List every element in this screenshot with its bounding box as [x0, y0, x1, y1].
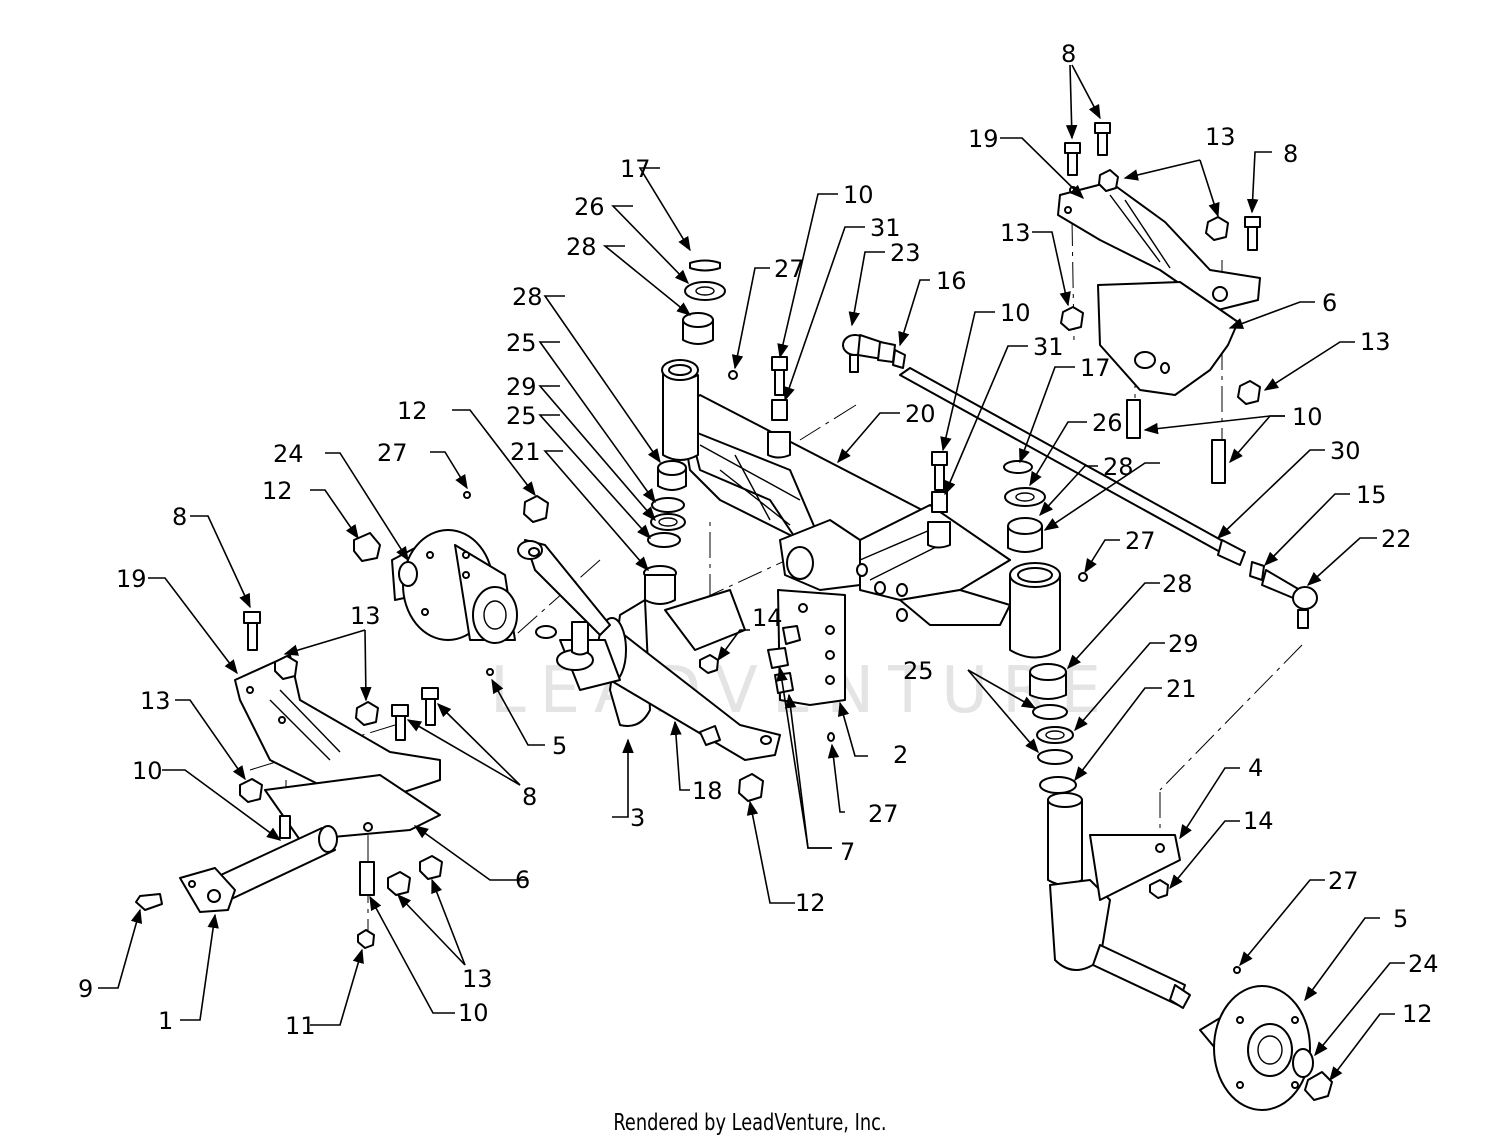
ball-joint-15-22 [1249, 561, 1318, 629]
callout-25: 25 [506, 402, 537, 430]
right-spindle [1047, 792, 1191, 1009]
callout-10: 10 [1000, 299, 1031, 327]
callout-23: 23 [890, 239, 921, 267]
callout-13: 13 [1360, 328, 1391, 356]
callout-31: 31 [1033, 333, 1064, 361]
fastener-hardware [239, 122, 1261, 949]
callout-26: 26 [1092, 409, 1123, 437]
right-wheel-hub [1199, 966, 1333, 1111]
callout-10: 10 [843, 181, 874, 209]
callout-22: 22 [1381, 525, 1412, 553]
callout-19: 19 [116, 565, 147, 593]
callout-10: 10 [1292, 403, 1323, 431]
tie-rod-left [517, 539, 611, 636]
callout-16: 16 [936, 267, 967, 295]
callout-27: 27 [774, 255, 805, 283]
left-spindle [535, 589, 781, 761]
callout-5: 5 [1393, 905, 1408, 933]
callout-20: 20 [905, 400, 936, 428]
callout-12: 12 [795, 889, 826, 917]
callout-17: 17 [620, 155, 651, 183]
callout-12: 12 [1402, 1000, 1433, 1028]
tie-rod-right [899, 367, 1246, 566]
callout-9: 9 [78, 975, 93, 1003]
left-pivot-tube [661, 359, 699, 461]
callout-labels: 8 19 13 8 13 6 13 10 17 26 28 27 10 31 2… [78, 40, 1439, 1040]
callout-21: 21 [1166, 675, 1197, 703]
callout-13: 13 [1205, 123, 1236, 151]
callout-10: 10 [132, 757, 163, 785]
callout-27: 27 [377, 439, 408, 467]
ball-joint-23-16 [842, 334, 906, 373]
leader-lines [98, 64, 1405, 1082]
callout-26: 26 [574, 193, 605, 221]
callout-21: 21 [510, 438, 541, 466]
callout-29: 29 [1168, 630, 1199, 658]
callout-6: 6 [515, 866, 530, 894]
callout-24: 24 [273, 440, 304, 468]
callout-25: 25 [506, 329, 537, 357]
pivot-shaft [135, 815, 338, 913]
right-bushing-stack [1003, 460, 1077, 794]
callout-13: 13 [140, 687, 171, 715]
callout-12: 12 [397, 397, 428, 425]
callout-27: 27 [1328, 867, 1359, 895]
callout-19: 19 [968, 125, 999, 153]
upper-right-bracket [1057, 181, 1261, 396]
callout-13: 13 [350, 602, 381, 630]
callout-24: 24 [1408, 950, 1439, 978]
callout-27: 27 [868, 800, 899, 828]
left-wheel-hub [353, 491, 518, 676]
callout-28: 28 [1103, 453, 1134, 481]
callout-13: 13 [1000, 219, 1031, 247]
callout-13: 13 [462, 965, 493, 993]
right-pivot-tube [1009, 562, 1061, 659]
callout-5: 5 [552, 732, 567, 760]
callout-25: 25 [903, 657, 934, 685]
callout-14: 14 [752, 604, 783, 632]
callout-14: 14 [1243, 807, 1274, 835]
callout-8: 8 [172, 503, 187, 531]
callout-2: 2 [893, 741, 908, 769]
callout-15: 15 [1356, 481, 1387, 509]
callout-17: 17 [1080, 354, 1111, 382]
callout-28: 28 [512, 283, 543, 311]
callout-7: 7 [840, 838, 855, 866]
callout-6: 6 [1322, 289, 1337, 317]
callout-31: 31 [870, 214, 901, 242]
callout-18: 18 [692, 777, 723, 805]
callout-8: 8 [522, 783, 537, 811]
callout-11: 11 [285, 1012, 316, 1040]
callout-28: 28 [1162, 570, 1193, 598]
callout-29: 29 [506, 373, 537, 401]
callout-30: 30 [1330, 437, 1361, 465]
callout-3: 3 [630, 804, 645, 832]
callout-10: 10 [458, 999, 489, 1027]
upper-bushing-stack [643, 259, 726, 605]
callout-8: 8 [1283, 140, 1298, 168]
callout-8: 8 [1061, 40, 1076, 68]
callout-28: 28 [566, 233, 597, 261]
callout-4: 4 [1248, 754, 1263, 782]
render-credit: Rendered by LeadVenture, Inc. [613, 1110, 887, 1136]
callout-1: 1 [158, 1007, 173, 1035]
callout-27: 27 [1125, 527, 1156, 555]
callout-12: 12 [262, 477, 293, 505]
lower-left-bracket [234, 654, 441, 841]
